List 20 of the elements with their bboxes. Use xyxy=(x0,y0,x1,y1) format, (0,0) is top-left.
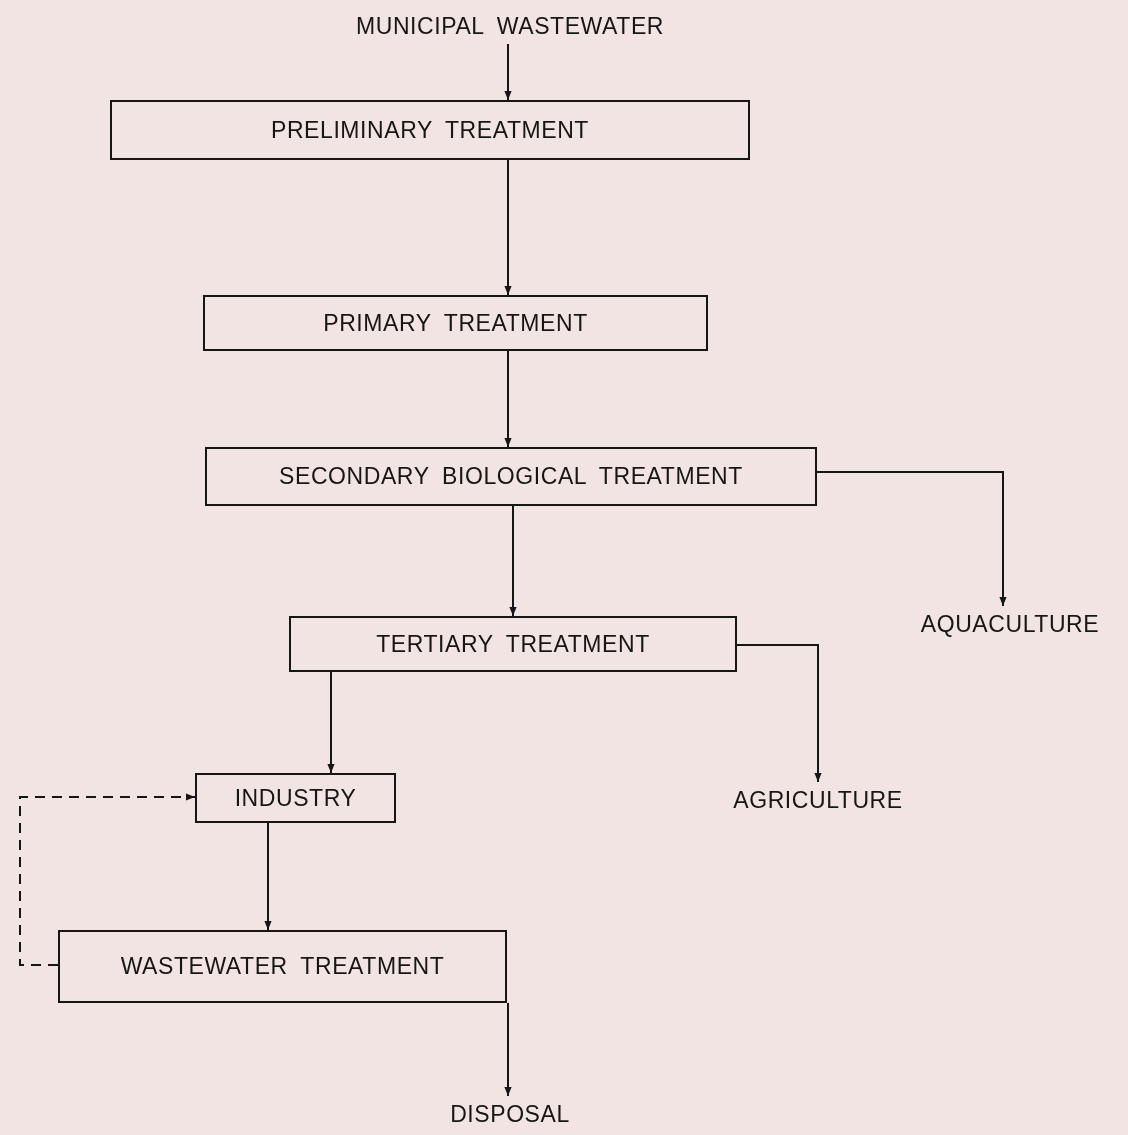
process-box: PRIMARY TREATMENT xyxy=(203,295,708,351)
arrow xyxy=(504,43,512,101)
arrow xyxy=(19,793,196,966)
arrow xyxy=(736,644,822,783)
arrow xyxy=(504,159,512,296)
process-box: INDUSTRY xyxy=(195,773,396,823)
flow-label: DISPOSAL xyxy=(430,1096,590,1132)
arrow xyxy=(264,822,272,931)
flow-label: AQUACULTURE xyxy=(905,606,1115,642)
arrow xyxy=(816,471,1007,607)
arrow xyxy=(327,671,335,774)
arrow xyxy=(509,505,517,617)
process-box: WASTEWATER TREATMENT xyxy=(58,930,507,1003)
process-box: PRELIMINARY TREATMENT xyxy=(110,100,750,160)
arrow xyxy=(504,350,512,448)
flow-label: AGRICULTURE xyxy=(705,782,931,818)
flow-label: MUNICIPAL WASTEWATER xyxy=(340,8,680,44)
process-box: SECONDARY BIOLOGICAL TREATMENT xyxy=(205,447,817,506)
process-box: TERTIARY TREATMENT xyxy=(289,616,737,672)
arrow xyxy=(504,1002,512,1097)
